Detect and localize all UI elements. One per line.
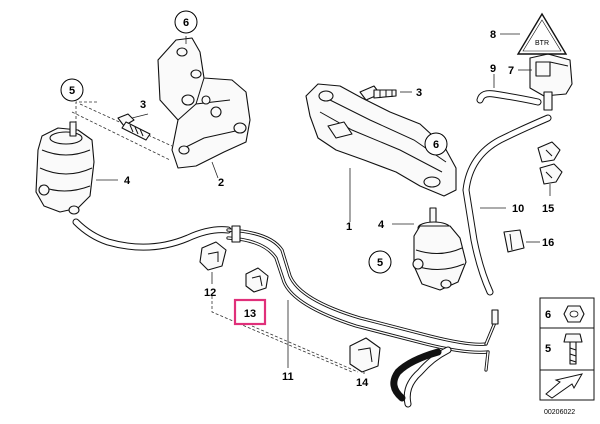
callout-16[interactable]: 16 <box>542 237 554 249</box>
diagram-id: 00206022 <box>544 409 575 416</box>
callout-2[interactable]: 2 <box>218 177 224 189</box>
vacuum-hose[interactable] <box>462 114 552 296</box>
callout-4-left[interactable]: 4 <box>124 175 131 187</box>
clip-14[interactable] <box>349 337 381 373</box>
legend-item-bolt-label: 5 <box>545 343 551 355</box>
callout-4-right[interactable]: 4 <box>378 219 385 231</box>
callout-14[interactable]: 14 <box>356 377 369 389</box>
clip-15[interactable] <box>537 141 563 185</box>
callout-1[interactable]: 1 <box>346 221 352 233</box>
callout-7[interactable]: 7 <box>508 65 514 77</box>
legend-item-nut-label: 6 <box>545 309 551 321</box>
arrow-icon <box>545 373 584 399</box>
svg-text:13: 13 <box>244 308 256 320</box>
clip-13[interactable] <box>245 267 269 293</box>
vacuum-pipes[interactable] <box>72 218 499 408</box>
callout-13-highlighted[interactable]: 13 <box>233 298 267 326</box>
callout-8[interactable]: 8 <box>490 29 496 41</box>
callout-5-left[interactable]: 5 <box>60 78 84 102</box>
warning-triangle-icon: BTR <box>516 12 568 55</box>
bolt-left[interactable] <box>117 113 151 141</box>
callout-15[interactable]: 15 <box>542 203 554 215</box>
clip-12[interactable] <box>199 241 227 271</box>
svg-text:5: 5 <box>69 85 75 97</box>
nut-icon <box>563 305 585 323</box>
engine-mount-left[interactable] <box>35 121 95 215</box>
callout-3-left[interactable]: 3 <box>140 99 146 111</box>
bolt-icon <box>563 333 583 365</box>
solenoid-valve[interactable] <box>529 53 573 111</box>
callout-6-top[interactable]: 6 <box>174 10 198 34</box>
callout-10[interactable]: 10 <box>512 203 524 215</box>
svg-text:5: 5 <box>377 257 383 269</box>
hose-small[interactable] <box>476 90 542 106</box>
bolt-right[interactable] <box>359 85 397 101</box>
callout-3-right[interactable]: 3 <box>416 87 422 99</box>
callout-9[interactable]: 9 <box>490 63 496 75</box>
warning-text: BTR <box>535 40 549 47</box>
callout-12[interactable]: 12 <box>204 287 216 299</box>
engine-mount-right[interactable] <box>412 207 467 291</box>
svg-text:6: 6 <box>433 139 439 151</box>
callout-11[interactable]: 11 <box>282 371 294 383</box>
bracket[interactable] <box>157 37 251 169</box>
callout-6-right[interactable]: 6 <box>424 132 448 156</box>
svg-text:6: 6 <box>183 17 189 29</box>
clip-16[interactable] <box>503 229 525 253</box>
legend-panel: 6 5 <box>539 297 595 401</box>
callout-5-right[interactable]: 5 <box>368 250 392 274</box>
